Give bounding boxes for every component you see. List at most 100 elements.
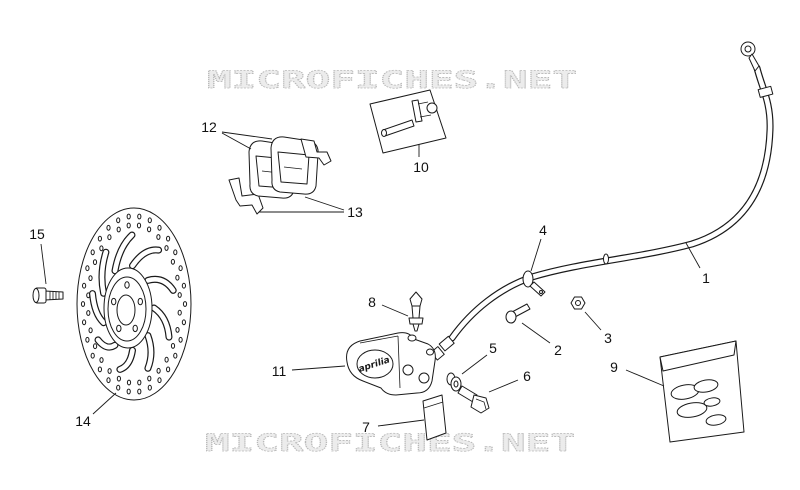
disc-hole xyxy=(90,352,95,359)
disc-hole xyxy=(97,366,103,373)
leader-line-8 xyxy=(381,304,409,317)
disc-bolt xyxy=(32,287,64,304)
disc-hole xyxy=(97,235,103,242)
hub-bolt-holes xyxy=(111,281,144,333)
clamp-screw-head xyxy=(505,310,517,324)
disc-hole xyxy=(164,245,169,251)
clamp-hole xyxy=(539,290,543,294)
disc-hole xyxy=(92,259,98,266)
leader-line-7 xyxy=(377,419,425,427)
hose-banjo-fitting xyxy=(740,41,774,98)
disc-spoke-slot-fill xyxy=(117,348,135,372)
disc-hole xyxy=(93,343,98,350)
disc-hole xyxy=(85,265,90,272)
clamp-tab xyxy=(529,281,546,297)
pin-clip xyxy=(411,99,423,123)
hose-clamp xyxy=(522,270,546,297)
disc-hole xyxy=(126,213,131,220)
caliper-mount-lug-upper xyxy=(402,364,414,376)
disc-hole xyxy=(126,222,131,229)
hub-bolt-hole xyxy=(124,281,130,289)
seal-kit-bag xyxy=(659,340,745,443)
o-ring xyxy=(676,402,708,418)
pad-spring-left xyxy=(228,177,264,215)
disc-bolt-shaft xyxy=(44,290,64,301)
clamp-ring xyxy=(522,270,534,288)
disc-hole xyxy=(107,368,112,374)
leader-line-4 xyxy=(530,238,542,272)
leader-line-14 xyxy=(92,392,117,415)
clamp-nut-hole xyxy=(575,300,581,306)
disc-spoke-slot-fill xyxy=(112,232,135,274)
washer-hole xyxy=(453,380,459,388)
disc-hole xyxy=(106,224,111,231)
disc-hole xyxy=(136,222,142,229)
disc-hole xyxy=(126,388,131,395)
callout-4: 4 xyxy=(539,222,547,238)
bleeder-screw xyxy=(411,305,421,319)
hose-band xyxy=(603,253,609,265)
leader-line-13b xyxy=(304,196,345,211)
disc-hole xyxy=(147,375,152,382)
disc-hole xyxy=(181,319,186,326)
leader-line-12a xyxy=(221,132,252,150)
callout-2: 2 xyxy=(554,342,562,358)
callout-7: 7 xyxy=(362,419,370,435)
disc-hole xyxy=(86,310,91,316)
callout-5: 5 xyxy=(489,340,497,356)
disc-hole xyxy=(88,275,93,282)
pad-cover xyxy=(422,394,447,441)
hub-bolt-hole xyxy=(132,324,138,333)
disc-spokes xyxy=(89,231,177,373)
seal-kit-bag-top xyxy=(659,340,737,372)
caliper-face xyxy=(356,349,394,379)
callout-labels: 1 2 3 4 5 6 7 8 9 10 11 12 13 14 15 xyxy=(29,119,710,435)
disc-hole xyxy=(173,249,178,256)
brake-disc xyxy=(76,207,192,401)
disc-spoke-slot-fill xyxy=(95,337,118,350)
disc-hole xyxy=(157,377,162,384)
bleeder-tip xyxy=(412,323,420,332)
disc-hole xyxy=(178,336,183,343)
brake-pads xyxy=(228,136,332,215)
disc-hole xyxy=(107,234,112,241)
disc-spoke-slot-fill xyxy=(151,305,172,340)
disc-hole xyxy=(170,258,175,265)
callout-8: 8 xyxy=(368,294,376,310)
disc-hole xyxy=(116,217,121,224)
callout-6: 6 xyxy=(523,368,531,384)
disc-hole xyxy=(164,356,169,363)
leader-line-12b xyxy=(221,131,273,140)
disc-hole xyxy=(170,343,176,349)
disc-hole xyxy=(181,282,186,289)
disc-hole xyxy=(175,327,180,333)
bleeder-cap xyxy=(409,291,423,307)
leader-line-11 xyxy=(291,365,346,371)
o-ring xyxy=(693,379,719,393)
caliper-mount-lug-lower xyxy=(418,372,430,384)
disc-hole xyxy=(147,226,152,233)
caliper-bolt-head xyxy=(470,394,490,414)
callout-1: 1 xyxy=(702,270,710,286)
disc-hole xyxy=(173,352,178,359)
disc-spoke-slot-fill xyxy=(99,249,109,296)
caliper-bridge xyxy=(359,335,401,389)
disc-hole xyxy=(82,319,87,326)
leader-line-3 xyxy=(584,311,602,331)
banjo-stem xyxy=(748,53,760,72)
callout-3: 3 xyxy=(604,330,612,346)
disc-hole xyxy=(156,367,161,374)
hub-bolt-hole xyxy=(137,297,144,306)
caliper-fitting-collar xyxy=(438,335,455,352)
clamp-screw xyxy=(505,303,531,324)
bleeder-valve xyxy=(408,291,424,332)
pin-kit xyxy=(369,89,447,154)
disc-spoke-slot-fill xyxy=(90,291,106,325)
hose-upper-collar xyxy=(757,85,774,98)
disc-bolt-head-face xyxy=(32,288,40,303)
disc-hole xyxy=(116,375,122,382)
disc-hole xyxy=(147,217,152,224)
leader-lines xyxy=(40,131,701,427)
leader-line-2 xyxy=(521,322,551,344)
disc-hole xyxy=(137,379,142,386)
